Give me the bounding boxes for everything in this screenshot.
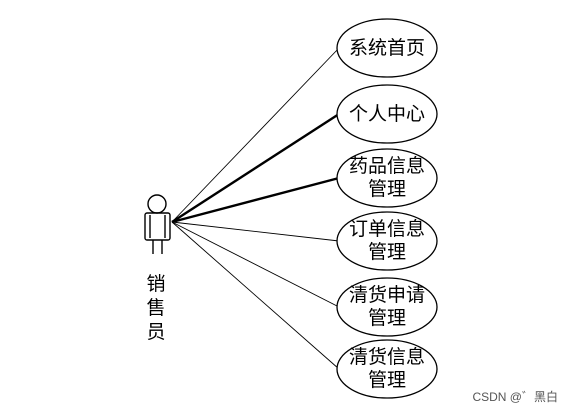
use-case-ellipse[interactable] [336,277,438,337]
association-lines [171,47,340,370]
watermark: CSDN @゛黑白 [472,390,558,404]
use-case-label-medicine[interactable]: 药品信息管理 [348,155,425,200]
use-case-label-profile[interactable]: 个人中心 [348,102,425,125]
use-case-ellipses [336,18,438,399]
use-case-ellipse[interactable] [336,211,438,271]
use-case-label-order[interactable]: 订单信息管理 [348,218,425,263]
use-case-label-home[interactable]: 系统首页 [348,36,425,59]
actor-body [144,212,171,241]
association-line [171,221,340,242]
use-case-ellipse[interactable] [336,148,438,208]
association-line [171,47,340,223]
association-line [171,176,340,224]
use-case-label-clearance-info[interactable]: 清货信息管理 [348,346,425,391]
association-line [171,112,340,224]
actor-name: 销售员 [146,273,166,343]
actor-head [147,194,167,214]
association-line [171,221,340,308]
use-case-label-clearance-request[interactable]: 清货申请管理 [348,284,425,329]
use-case-ellipse[interactable] [336,339,438,399]
use-case-ellipse[interactable] [336,84,438,144]
use-case-ellipse[interactable] [336,18,438,78]
actor-figure [144,194,171,254]
association-line [171,221,340,370]
